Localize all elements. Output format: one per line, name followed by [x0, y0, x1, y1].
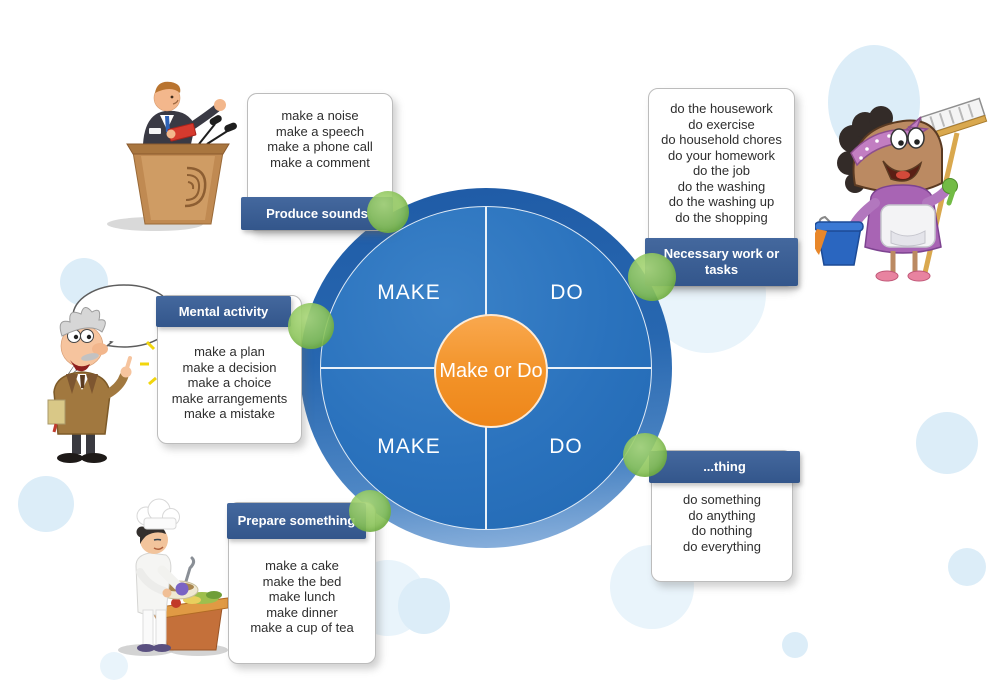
list-item: do the washing up	[668, 194, 775, 209]
background-bubble	[100, 652, 128, 680]
callout-thing: ...thing do something do anything do not…	[649, 450, 800, 582]
list-item: make arrangements	[171, 390, 288, 406]
list-item: make the bed	[262, 573, 342, 589]
list-item: do your homework	[668, 147, 775, 163]
connector-dot-prepare-something	[349, 490, 391, 532]
list-item: make a plan	[194, 344, 265, 359]
callout-mental-activity: Mental activity make a plan make a decis…	[156, 295, 302, 444]
cleaning-lady-character-illustration	[813, 85, 990, 285]
list-item: make a choice	[187, 375, 272, 390]
list-item: do nothing	[691, 523, 753, 538]
background-bubble	[398, 578, 450, 634]
background-bubble	[782, 632, 808, 658]
connector-dot-produce-sounds	[367, 191, 409, 233]
callout-title-thing: ...thing	[649, 451, 800, 483]
callout-title-mental-activity: Mental activity	[156, 296, 291, 327]
callout-prepare-something: Prepare something make a cake make the b…	[227, 502, 376, 664]
chef-character-illustration	[102, 498, 232, 658]
quadrant-label-do-top: DO	[550, 281, 584, 304]
wheel-quadrants: MAKE DO MAKE DO	[320, 206, 652, 530]
list-item: do the shopping	[675, 209, 768, 225]
list-item: make a cake	[265, 558, 339, 573]
list-item: make a decision	[182, 359, 277, 375]
list-item: do the housework	[670, 101, 773, 116]
background-bubble	[916, 412, 978, 474]
list-item: make a noise	[281, 108, 359, 123]
list-item: make a phone call	[267, 139, 373, 154]
callout-title-produce-sounds: Produce sounds	[241, 197, 393, 230]
list-item: make a speech	[275, 123, 365, 139]
professor-character-illustration	[20, 282, 200, 470]
list-item: make a comment	[270, 154, 370, 170]
background-bubble	[18, 476, 74, 532]
center-hub: Make or Do	[434, 314, 548, 428]
list-item: do something	[682, 492, 762, 507]
center-hub-label: Make or Do	[439, 359, 543, 382]
bucket-icon	[813, 215, 864, 266]
list-item: do anything	[688, 507, 756, 523]
background-bubble	[948, 548, 986, 586]
quadrant-label-make-bottom: MAKE	[377, 435, 441, 458]
make-or-do-wheel: MAKE DO MAKE DO	[300, 188, 672, 548]
list-item: make lunch	[268, 589, 336, 604]
connector-dot-mental-activity	[288, 303, 334, 349]
connector-dot-thing	[623, 433, 667, 477]
list-item: make a cup of tea	[250, 620, 354, 635]
list-item: do household chores	[661, 132, 782, 147]
list-item: do the job	[692, 163, 751, 178]
list-item: do exercise	[688, 116, 755, 132]
connector-dot-necessary-work	[628, 253, 676, 301]
quadrant-label-make-top: MAKE	[377, 281, 441, 304]
callout-title-prepare-something: Prepare something	[227, 503, 366, 539]
callout-necessary-work: do the housework do exercise do househol…	[645, 88, 798, 287]
list-item: make dinner	[266, 604, 338, 620]
list-item: make a mistake	[183, 406, 276, 421]
quadrant-label-do-bottom: DO	[549, 435, 583, 458]
speaker-character-illustration	[103, 72, 253, 232]
list-item: do everything	[682, 538, 762, 554]
callout-produce-sounds: make a noise make a speech make a phone …	[241, 93, 393, 231]
list-item: do the washing	[677, 178, 766, 194]
